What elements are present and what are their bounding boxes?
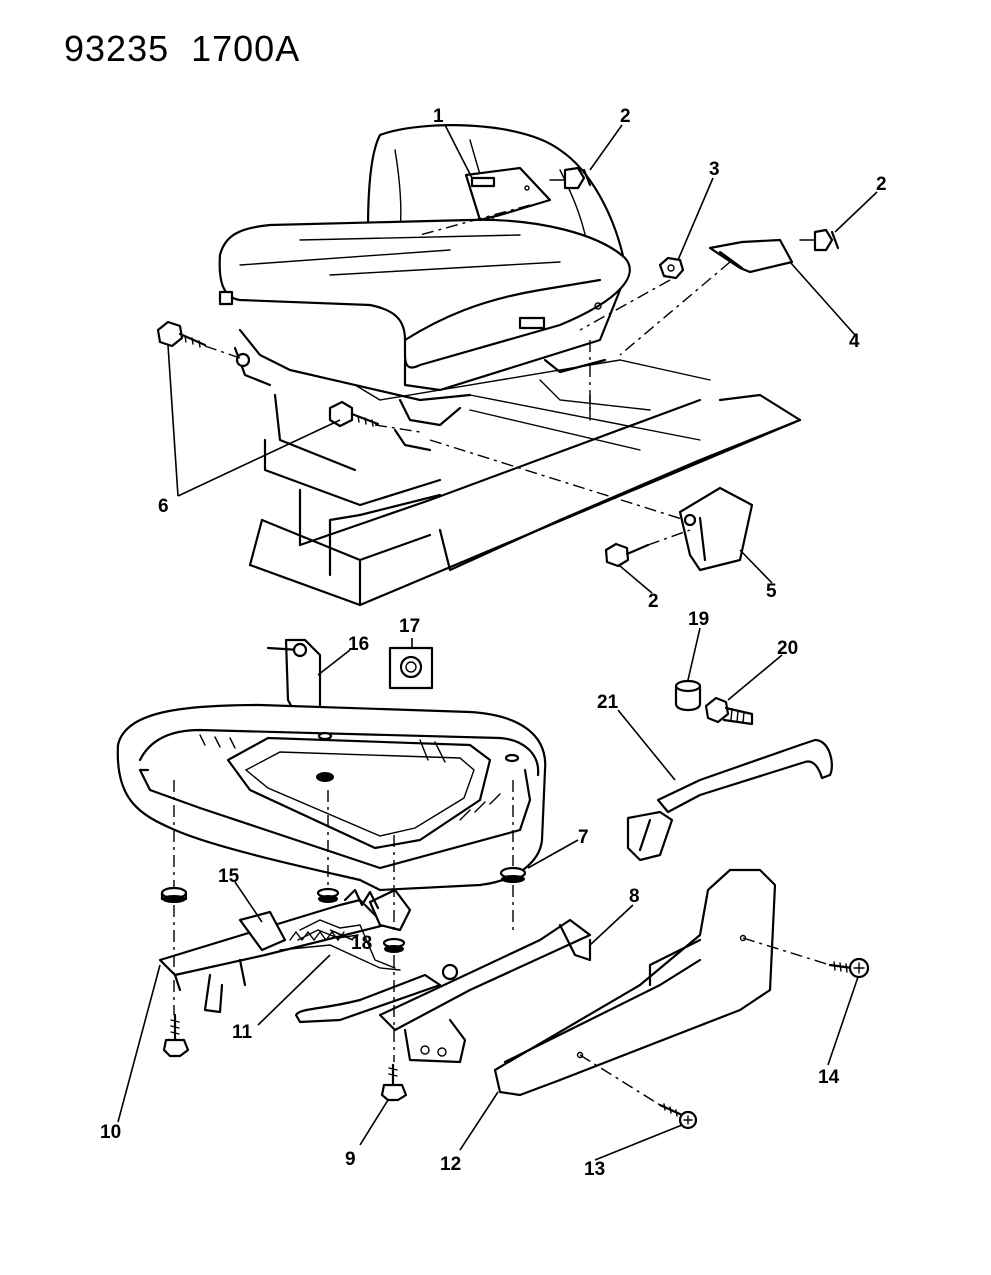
- part-18-spring: [279, 930, 401, 971]
- part-4-shield: [708, 238, 794, 274]
- callout-9: 9: [345, 1149, 356, 1170]
- callout-13: 13: [584, 1159, 605, 1180]
- callout-labels: 1 2 3 2 4 6 5 2 16 17 19 20 21 7 15 8 18…: [100, 106, 887, 1180]
- part-21-handle: [626, 738, 833, 862]
- callout-17: 17: [399, 616, 420, 637]
- seat-track-lower-assembly: [158, 888, 592, 1064]
- callout-10: 10: [100, 1122, 121, 1143]
- callout-2: 2: [648, 591, 659, 612]
- bolt-icon-part-6-upper: [156, 320, 207, 348]
- callout-1: 1: [433, 106, 444, 127]
- callout-11: 11: [232, 1022, 253, 1043]
- screw-icon-part-13: [658, 1103, 698, 1130]
- callout-7: 7: [578, 827, 589, 848]
- callout-15: 15: [218, 866, 240, 887]
- part-5-cover: [678, 486, 754, 572]
- floor-pan-assembly: [248, 359, 802, 607]
- diagram-title: 93235 1700A: [64, 28, 300, 70]
- callout-2: 2: [876, 174, 887, 195]
- callout-19: 19: [688, 609, 709, 630]
- part-17-clip: [388, 646, 434, 690]
- callout-2: 2: [620, 106, 631, 127]
- diagram-number: 93235: [64, 28, 170, 69]
- nut-icon-part-3: [658, 256, 685, 280]
- callout-20: 20: [777, 638, 798, 659]
- screw-icon-part-14: [828, 957, 870, 979]
- part-12-side-shield: [493, 868, 777, 1097]
- washer-icon-part-7-right: [499, 866, 527, 883]
- part-19-cap: [674, 679, 702, 712]
- bolt-icon-part-6-lower: [328, 400, 380, 428]
- screw-icon-part-9: [380, 1063, 408, 1102]
- washer-icon-part-7-left: [160, 886, 188, 903]
- callout-3: 3: [709, 159, 720, 180]
- washer-icon-center: [316, 887, 406, 953]
- part-1-shield: [464, 166, 552, 222]
- callout-14: 14: [818, 1067, 840, 1088]
- callout-6: 6: [158, 496, 169, 517]
- callout-5: 5: [766, 581, 777, 602]
- callout-8: 8: [629, 886, 640, 907]
- callout-12: 12: [440, 1154, 461, 1175]
- callout-16: 16: [348, 634, 369, 655]
- leader-lines: [117, 124, 878, 1161]
- diagram-code: 1700A: [191, 28, 301, 69]
- callout-18: 18: [351, 933, 372, 954]
- bolt-icon-part-10: [162, 1013, 190, 1058]
- screw-icon-lower-2: [604, 542, 650, 568]
- seat-cushion: [218, 218, 631, 392]
- part-20-bolt: [704, 696, 754, 726]
- seat-cushion-pan: [116, 703, 547, 892]
- callout-21: 21: [597, 692, 619, 713]
- screw-icon-upper-2b: [799, 228, 840, 252]
- screw-icon-upper-2a: [549, 166, 592, 190]
- callout-4: 4: [849, 331, 860, 352]
